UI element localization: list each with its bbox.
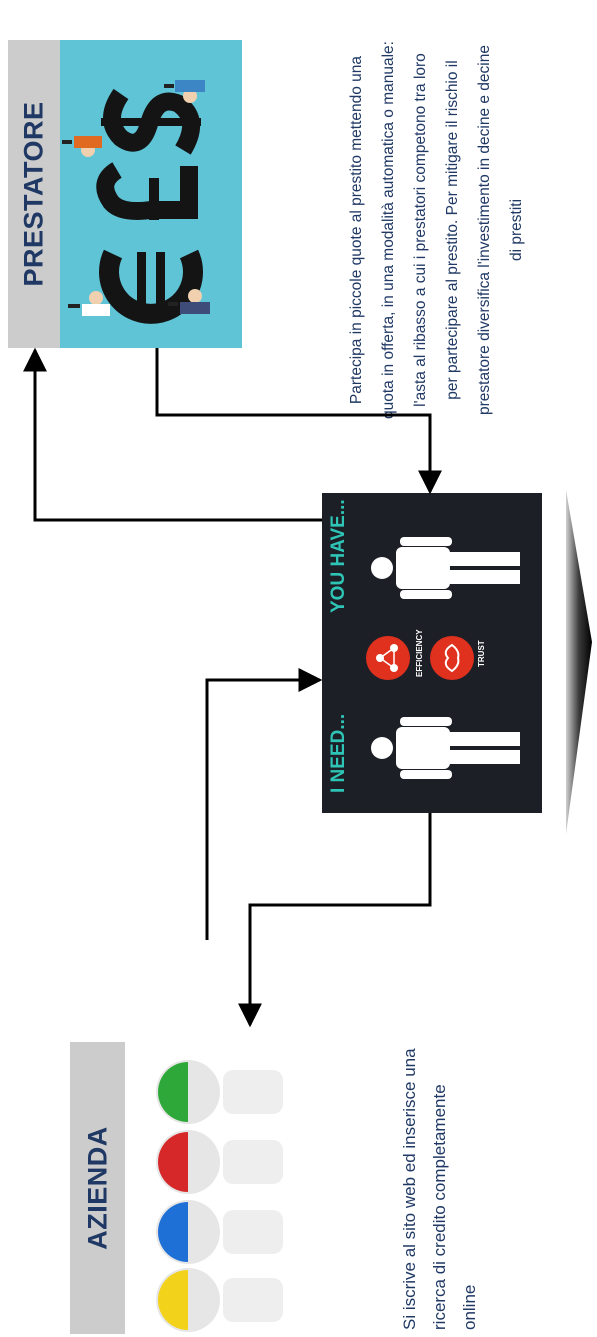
azienda-illustration xyxy=(128,1042,324,1334)
prestatore-label: PRESTATORE xyxy=(19,101,50,286)
azienda-description-box: Si iscrive al sito web ed inserisce una … xyxy=(350,1040,530,1330)
worker-blue-icon xyxy=(156,1200,283,1264)
efficiency-icon xyxy=(366,636,410,680)
prestatore-illustration xyxy=(60,40,242,348)
you-have-text: YOU HAVE... xyxy=(328,499,349,613)
matching-panel: I NEED... YOU HAVE... xyxy=(322,493,542,813)
pound-symbol-icon xyxy=(105,166,189,220)
trust-icon xyxy=(430,636,474,680)
arrow-panel-to-prestatore xyxy=(35,350,322,520)
figure-2-icon xyxy=(68,291,110,316)
trust-label: TRUST xyxy=(477,640,486,667)
prestatore-label-box: PRESTATORE xyxy=(8,40,60,348)
figure-3-icon xyxy=(62,136,102,157)
prestatore-description: Partecipa in piccole quote al prestito m… xyxy=(341,40,533,420)
worker-red-icon xyxy=(156,1130,283,1194)
prestatore-description-box: Partecipa in piccole quote al prestito m… xyxy=(282,40,592,420)
currency-puzzle-illustration xyxy=(60,40,242,348)
azienda-label: AZIENDA xyxy=(82,1126,113,1250)
worker-green-icon xyxy=(156,1060,283,1124)
i-need-text: I NEED... xyxy=(328,714,349,793)
arrow-azienda-to-panel xyxy=(207,680,320,940)
efficiency-label: EFFICIENCY xyxy=(415,629,424,677)
arrow-panel-to-azienda xyxy=(250,813,430,1025)
azienda-description: Si iscrive al sito web ed inserisce una … xyxy=(395,1040,485,1330)
person-right-icon xyxy=(371,537,520,599)
dollar-symbol-icon xyxy=(101,94,201,150)
azienda-label-box: AZIENDA xyxy=(70,1042,125,1334)
helmet-workers-illustration xyxy=(128,1042,324,1334)
worker-yellow-icon xyxy=(156,1268,283,1332)
person-left-icon xyxy=(371,717,520,779)
process-arrow-icon xyxy=(566,482,596,842)
